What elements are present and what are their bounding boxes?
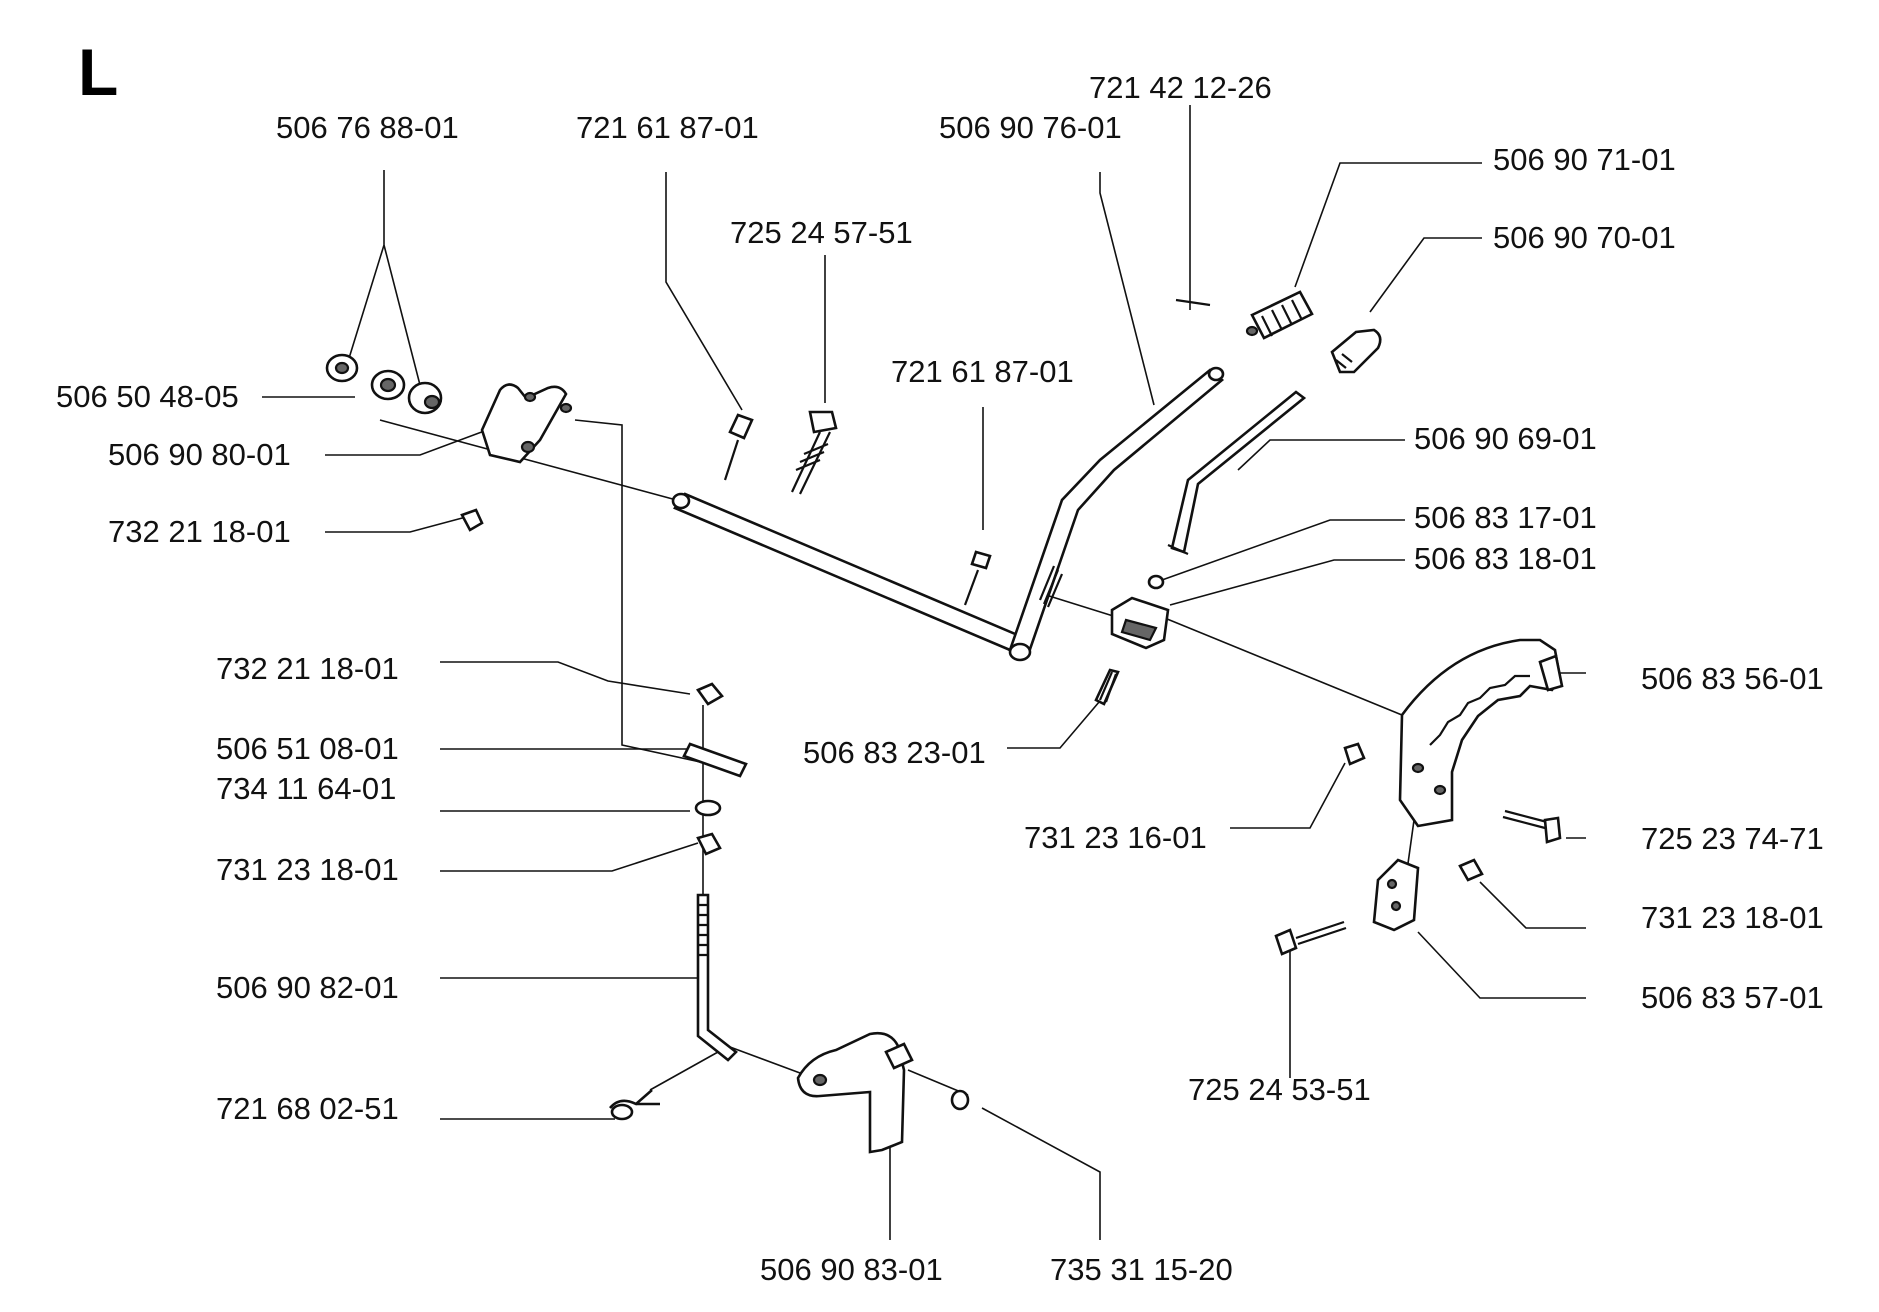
part-label-735-31-15-20: 735 31 15-20 — [1050, 1252, 1233, 1287]
bell-crank — [796, 1031, 914, 1154]
part-label-721-61-87-01-top: 721 61 87-01 — [576, 110, 759, 145]
ball — [1147, 574, 1165, 590]
bracket — [480, 383, 573, 464]
leader-lines — [262, 105, 1586, 1240]
washer-left — [694, 799, 722, 817]
part-label-725-24-53-51: 725 24 53-51 — [1188, 1072, 1371, 1107]
part-label-506-90-82-01: 506 90 82-01 — [216, 970, 399, 1005]
part-label-506-83-56-01: 506 83 56-01 — [1641, 661, 1824, 696]
washer-crank — [950, 1089, 970, 1111]
spring — [1094, 668, 1120, 706]
part-label-732-21-18-01-mid: 732 21 18-01 — [216, 651, 399, 686]
nut-left-top — [696, 682, 724, 706]
sliding-block — [1110, 596, 1170, 650]
bolt-right — [1502, 809, 1562, 844]
part-label-721-61-87-01-mid: 721 61 87-01 — [891, 354, 1074, 389]
part-label-506-76-88-01: 506 76 88-01 — [276, 110, 459, 145]
part-label-506-83-57-01: 506 83 57-01 — [1641, 980, 1824, 1015]
part-label-506-83-23-01: 506 83 23-01 — [803, 735, 986, 770]
part-label-731-23-18-01-left: 731 23 18-01 — [216, 852, 399, 887]
part-label-506-90-71-01: 506 90 71-01 — [1493, 142, 1676, 177]
lever-rod — [671, 366, 1225, 662]
part-label-506-90-69-01: 506 90 69-01 — [1414, 421, 1597, 456]
nut-upper — [460, 508, 484, 532]
pivot-pin — [682, 742, 748, 778]
threaded-rod — [696, 893, 738, 1062]
part-label-506-90-83-01: 506 90 83-01 — [760, 1252, 943, 1287]
handle-grip — [1175, 290, 1314, 340]
toothed-sector — [1398, 638, 1564, 828]
part-label-506-50-48-05: 506 50 48-05 — [56, 379, 239, 414]
nut-left-bottom — [696, 832, 722, 856]
pins — [723, 410, 992, 606]
nut-right-mid — [1458, 858, 1484, 882]
part-label-721-68-02-51: 721 68 02-51 — [216, 1091, 399, 1126]
part-label-506-90-76-01: 506 90 76-01 — [939, 110, 1122, 145]
control-rod — [1167, 328, 1382, 556]
nut-right-top — [1343, 742, 1366, 766]
part-label-506-90-70-01: 506 90 70-01 — [1493, 220, 1676, 255]
part-label-725-24-57-51: 725 24 57-51 — [730, 215, 913, 250]
washer-set — [325, 353, 443, 415]
part-label-732-21-18-01-top: 732 21 18-01 — [108, 514, 291, 549]
bolt-clamp — [1274, 920, 1347, 956]
clamp-block — [1372, 858, 1420, 932]
hairpin-clip — [609, 1089, 660, 1121]
part-label-506-83-17-01: 506 83 17-01 — [1414, 500, 1597, 535]
part-label-506-83-18-01: 506 83 18-01 — [1414, 541, 1597, 576]
part-label-734-11-64-01: 734 11 64-01 — [216, 771, 396, 806]
part-label-721-42-12-26: 721 42 12-26 — [1089, 70, 1272, 105]
part-label-506-90-80-01: 506 90 80-01 — [108, 437, 291, 472]
part-label-506-51-08-01: 506 51 08-01 — [216, 731, 399, 766]
part-label-731-23-16-01: 731 23 16-01 — [1024, 820, 1207, 855]
section-letter: L — [78, 35, 118, 109]
part-label-725-23-74-71: 725 23 74-71 — [1641, 821, 1824, 856]
part-label-731-23-18-01-right: 731 23 18-01 — [1641, 900, 1824, 935]
